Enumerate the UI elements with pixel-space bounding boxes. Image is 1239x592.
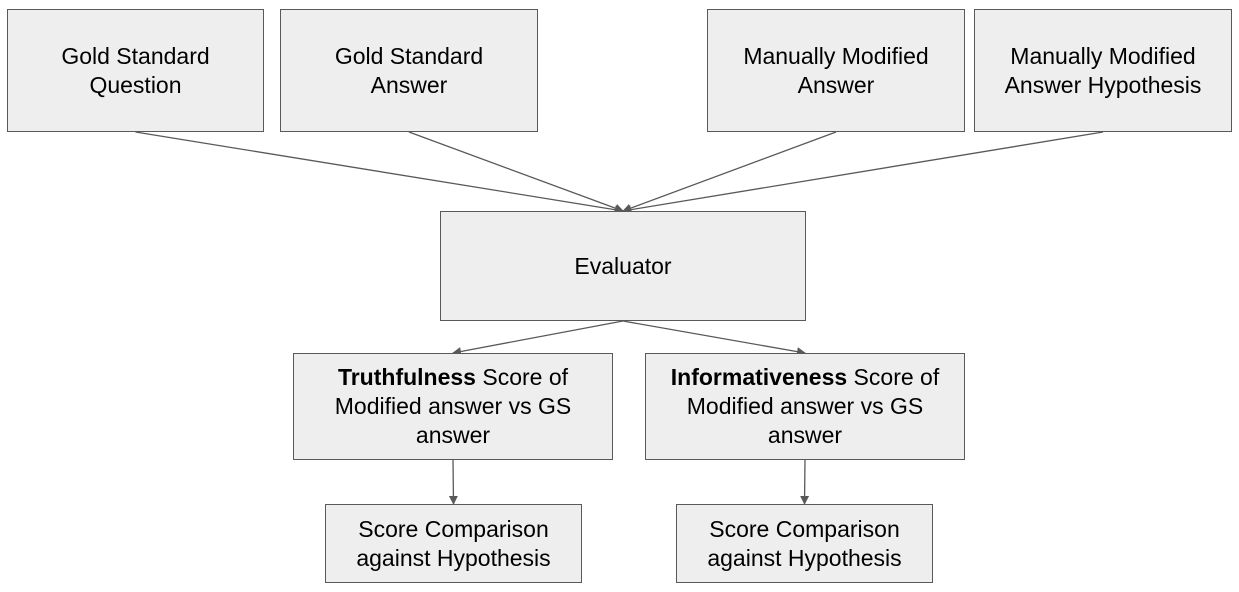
edge-modified-hypothesis-to-evaluator [622, 131, 1104, 215]
score-comparison-right-line-2: against Hypothesis [707, 544, 902, 571]
truthfulness-keyword: Truthfulness [337, 364, 476, 390]
informativeness-score-box: Informativeness Score of Modified answer… [645, 353, 965, 460]
edge-gold-question-to-evaluator [135, 131, 624, 215]
informativeness-title-line: Informativeness Score of [671, 363, 939, 392]
truthfulness-line-2: Modified answer vs GS [334, 393, 572, 419]
manually-modified-answer-line-1: Manually Modified [743, 42, 929, 69]
evaluator-box: Evaluator [440, 211, 806, 321]
gold-standard-question-line-2: Question [89, 71, 182, 98]
edge-truthfulness-to-comparison-left [448, 459, 458, 505]
manually-modified-answer-line-2: Answer [797, 71, 875, 98]
informativeness-title-rest: Score of [847, 364, 940, 390]
edge-gold-answer-to-evaluator [408, 131, 624, 213]
score-comparison-right-box: Score Comparison against Hypothesis [676, 504, 933, 583]
gold-standard-question-box: Gold Standard Question [7, 9, 264, 132]
score-comparison-left-line-2: against Hypothesis [356, 544, 551, 571]
truthfulness-score-box: Truthfulness Score of Modified answer vs… [293, 353, 613, 460]
score-comparison-right-line-1: Score Comparison [709, 515, 900, 542]
manually-modified-answer-box: Manually Modified Answer [707, 9, 965, 132]
gold-standard-answer-line-2: Answer [370, 71, 448, 98]
truthfulness-line-3: answer [415, 422, 491, 448]
gold-standard-question-line-1: Gold Standard [61, 42, 210, 69]
manually-modified-answer-hypothesis-box: Manually Modified Answer Hypothesis [974, 9, 1232, 132]
edge-modified-answer-to-evaluator [622, 131, 837, 213]
edge-evaluator-to-truthfulness [452, 320, 624, 356]
truthfulness-title-rest: Score of [475, 364, 569, 390]
truthfulness-title-line: Truthfulness Score of [338, 363, 568, 392]
edge-evaluator-to-informativeness [622, 320, 806, 357]
informativeness-line-3: answer [767, 422, 843, 448]
answer-hypothesis-line-2: Answer Hypothesis [1004, 71, 1202, 98]
answer-hypothesis-line-1: Manually Modified [1010, 42, 1196, 69]
gold-standard-answer-box: Gold Standard Answer [280, 9, 538, 132]
gold-standard-answer-line-1: Gold Standard [334, 42, 484, 69]
informativeness-keyword: Informativeness [670, 364, 848, 390]
edge-informativeness-to-comparison-right [800, 459, 810, 505]
evaluator-label: Evaluator [574, 252, 672, 279]
score-comparison-left-line-1: Score Comparison [358, 515, 549, 542]
informativeness-line-2: Modified answer vs GS [686, 393, 924, 419]
score-comparison-left-box: Score Comparison against Hypothesis [325, 504, 582, 583]
